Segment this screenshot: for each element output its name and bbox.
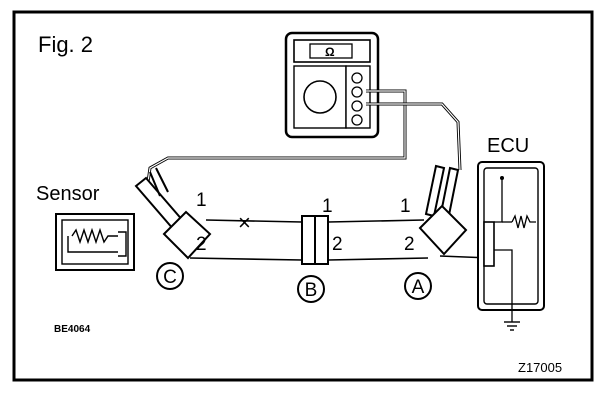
ecu-label: ECU (487, 135, 529, 157)
connector-a (418, 204, 468, 256)
pin-label-b1: 1 (322, 196, 333, 217)
sensor-label: Sensor (36, 183, 100, 205)
pin-label-c1: 1 (196, 190, 207, 211)
connector-a-letter: A (412, 277, 425, 298)
test-lead-left (146, 89, 407, 183)
open-circuit-mark: × (238, 210, 251, 235)
left-figure-code: BE4064 (54, 324, 91, 335)
ground-icon (504, 321, 520, 331)
test-lead-right (366, 102, 462, 171)
sensor-icon (55, 213, 135, 271)
ohmmeter-icon: Ω (284, 31, 380, 139)
pin-label-a1: 1 (400, 196, 411, 217)
right-figure-code: Z17005 (518, 360, 562, 375)
wire-pin-2 (189, 257, 429, 261)
pin-label-a2: 2 (404, 234, 415, 255)
connector-b-badge: B (297, 275, 325, 303)
wire-pin-1 (205, 219, 425, 223)
connector-c (162, 210, 212, 260)
pin-label-b2: 2 (332, 234, 343, 255)
connector-b (301, 215, 329, 265)
ecu-box (477, 161, 545, 322)
meter-ohm-symbol: Ω (325, 45, 335, 59)
connector-c-badge: C (156, 262, 184, 290)
ecu-resistor-icon (511, 214, 536, 229)
figure-title: Fig. 2 (38, 32, 93, 57)
sensor-resistor-icon (71, 227, 118, 245)
connector-b-letter: B (305, 280, 318, 301)
connector-a-badge: A (404, 272, 432, 300)
connector-c-letter: C (163, 267, 177, 288)
pin-label-c2: 2 (196, 234, 207, 255)
